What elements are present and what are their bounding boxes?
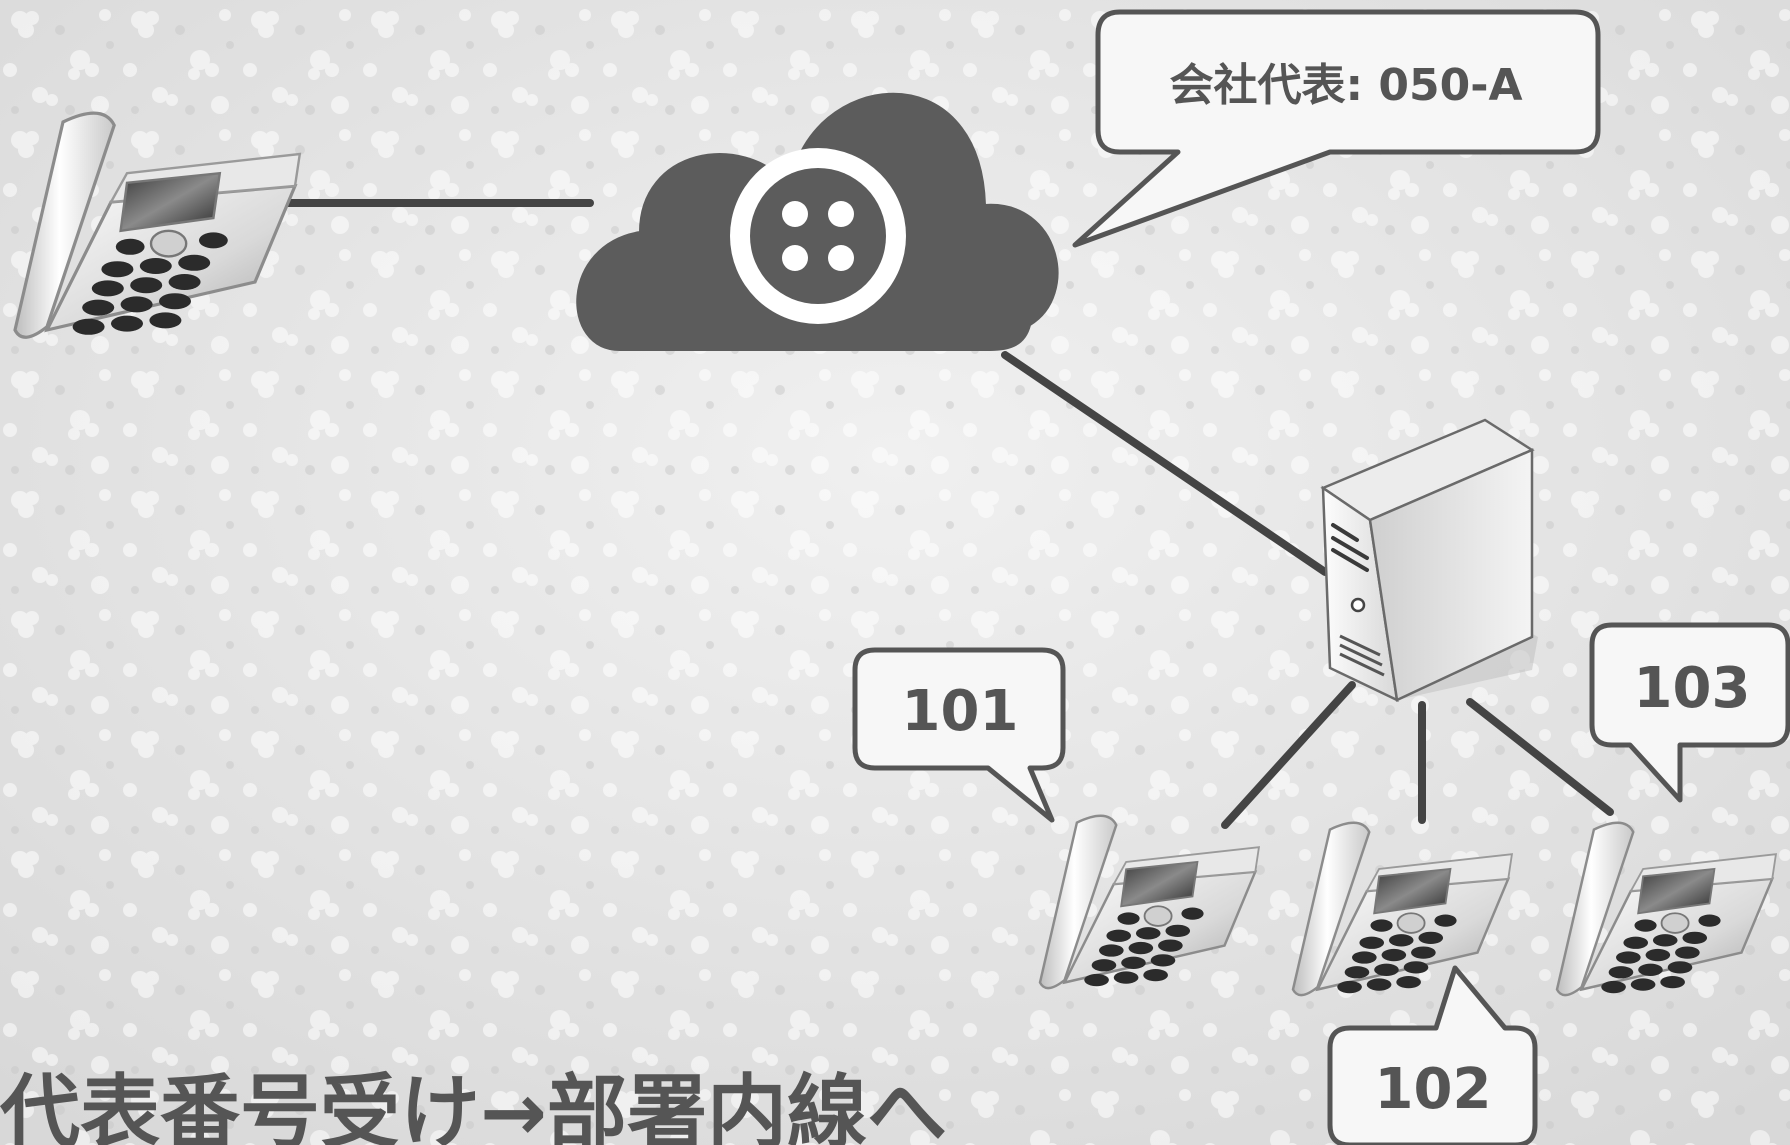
diagram-title: 代表番号受け→部署内線へ: [0, 1066, 947, 1145]
cloud-callout-label: 会社代表: 050-A: [1169, 60, 1522, 111]
four-dot-logo-icon: [730, 148, 906, 324]
callout-101-label: 101: [902, 679, 1019, 744]
line-cloud-to-server: [1001, 351, 1329, 576]
cloud-icon: [576, 92, 1059, 351]
connection-lines: [281, 199, 1614, 829]
pbx-server-icon: [1320, 418, 1538, 703]
callout-101: 101: [852, 647, 1066, 823]
callout-103-label: 103: [1634, 656, 1751, 721]
callout-102-label: 102: [1375, 1057, 1492, 1122]
callout-103: 103: [1589, 622, 1790, 803]
cloud-callout: 会社代表: 050-A: [1072, 9, 1601, 248]
line-server-to-101: [1221, 681, 1356, 829]
line-server-to-103: [1466, 698, 1614, 816]
